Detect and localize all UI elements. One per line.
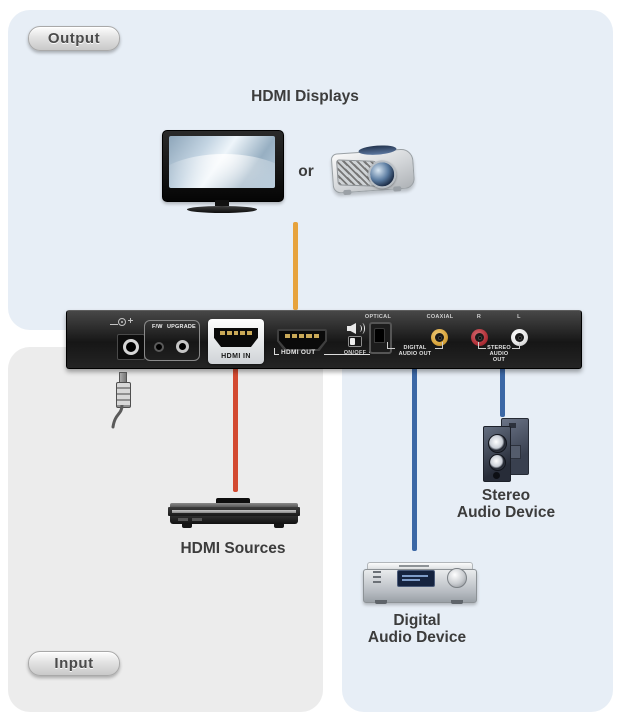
digital-audio-out-bracket: DIGITAL AUDIO OUT [387,342,443,364]
output-badge: Output [28,26,120,51]
hdmi-source-line [233,367,238,492]
hdmi-display-line [293,222,298,310]
hdmi-sources-label: HDMI Sources [180,540,286,557]
rca-left-label: L [517,314,521,320]
upgrade-label: UPGRADE [167,324,196,330]
stereo-audio-device-label: Stereo Audio Device [456,487,556,521]
hdmi-out-port [277,329,327,351]
power-switch [348,336,362,347]
fw-label: F/W [152,324,163,330]
digital-audio-line [412,367,417,551]
power-plug-illustration [108,372,138,430]
digital-audio-device-label: Digital Audio Device [367,612,467,646]
optical-label: OPTICAL [364,314,392,320]
hdmi-out-label: HDMI OUT [281,349,316,356]
dc-power-jack [117,334,145,360]
or-label: or [298,163,314,180]
hdmi-displays-label: HDMI Displays [251,88,359,105]
receiver-knob [447,568,467,588]
hdmi-source-illustration [168,498,300,530]
rca-left-port [511,329,528,346]
stereo-audio-out-bracket: STEREO AUDIO OUT [478,342,520,364]
upgrade-jack [176,340,189,353]
stereo-audio-line [500,367,505,417]
tv-illustration [162,130,284,214]
rca-right-port [471,329,488,346]
projector-illustration [330,142,416,202]
hdmi-out-connector [279,331,325,349]
coaxial-label: COAXIAL [426,314,454,320]
hdmi-in-label: HDMI IN [221,353,251,360]
stereo-speakers-illustration [483,418,529,482]
hdmi-in-port: HDMI IN [208,319,264,364]
rca-right-label: R [476,314,482,320]
hdmi-in-connector [214,328,258,347]
dc-polarity-icon [110,316,136,329]
device-rear-panel: F/W UPGRADE HDMI IN HDMI OUT ON [66,310,582,369]
fw-upgrade-group: F/W UPGRADE [144,320,200,361]
coaxial-port [431,329,448,346]
fw-jack [154,342,164,352]
onoff-label: ON/OFF [343,350,367,356]
receiver-display [397,570,435,587]
digital-audio-out-label: DIGITAL AUDIO OUT [398,345,432,357]
digital-audio-illustration [363,562,477,607]
optical-port [369,322,392,354]
tv-screen [169,136,275,188]
audio-section-bg [342,150,613,712]
speaker-icon [347,322,365,334]
input-badge: Input [28,651,120,676]
stereo-audio-out-label: STEREO AUDIO OUT [487,345,511,363]
